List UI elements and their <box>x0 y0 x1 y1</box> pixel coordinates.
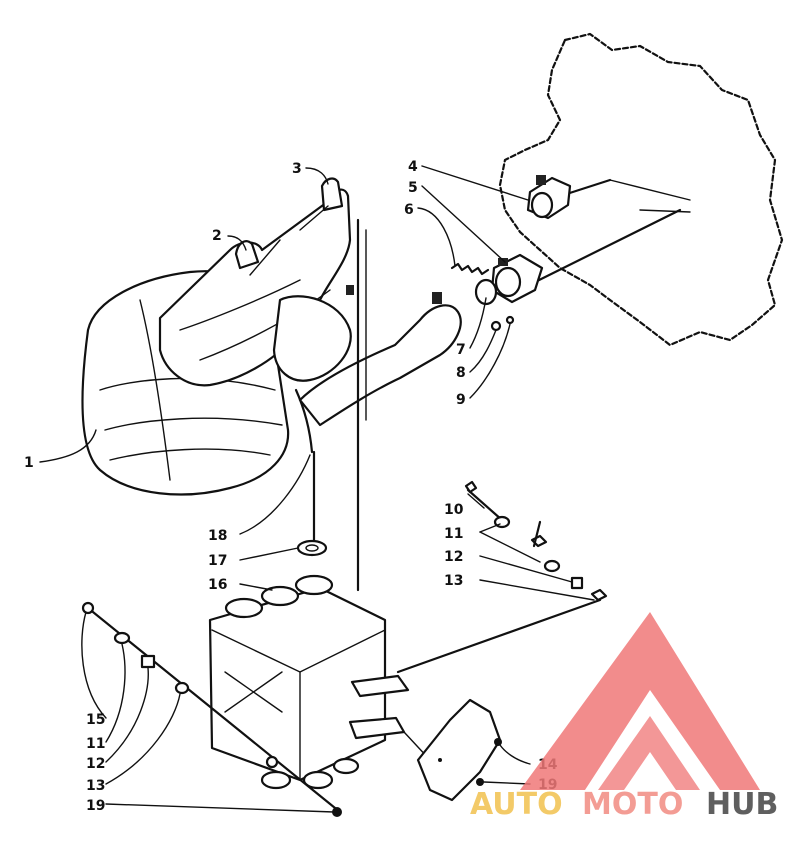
flange-clamp-lower <box>490 253 544 304</box>
silencer-box <box>208 574 387 790</box>
callout-3: 3 <box>292 161 302 177</box>
callout-11-left: 11 <box>86 736 105 752</box>
callout-12-left: 12 <box>86 756 105 772</box>
spring <box>450 262 490 276</box>
callout-numbers: 1 2 3 4 5 6 7 8 9 10 11 12 13 14 15 11 1… <box>24 159 558 814</box>
watermark-moto: MOTO <box>582 787 683 822</box>
flange-clamp-upper <box>526 175 572 220</box>
resonator-pipe <box>158 177 352 387</box>
callout-5: 5 <box>408 180 418 196</box>
watermark-hub: HUB <box>706 787 778 822</box>
callout-13-left: 13 <box>86 778 105 794</box>
callout-8: 8 <box>456 365 466 381</box>
hardware-right <box>464 480 608 602</box>
watermark-logo: AUTO MOTO HUB <box>470 612 778 822</box>
callout-16: 16 <box>208 577 227 593</box>
hardware-left <box>81 601 484 817</box>
callout-2: 2 <box>212 228 222 244</box>
callout-15: 15 <box>86 712 105 728</box>
drain-hose <box>294 218 367 592</box>
box-mount-brackets <box>348 598 602 761</box>
exhaust-outlet-bend <box>272 285 462 427</box>
leader-lines <box>39 165 595 813</box>
callout-4: 4 <box>408 159 418 175</box>
callout-17: 17 <box>208 553 227 569</box>
callout-6: 6 <box>404 202 414 218</box>
callout-19-left: 19 <box>86 798 105 814</box>
engine-block <box>498 32 784 347</box>
callout-7: 7 <box>456 342 466 358</box>
callout-13-right: 13 <box>444 573 463 589</box>
callout-1: 1 <box>24 455 34 471</box>
gasket-washer-nut <box>474 278 515 332</box>
callout-12-right: 12 <box>444 549 463 565</box>
watermark-auto: AUTO <box>470 787 563 822</box>
callout-10: 10 <box>444 502 464 518</box>
grommet <box>296 539 328 557</box>
callout-11-right: 11 <box>444 526 463 542</box>
callout-18: 18 <box>208 528 227 544</box>
mounting-plate <box>416 698 502 802</box>
callout-9: 9 <box>456 392 466 408</box>
